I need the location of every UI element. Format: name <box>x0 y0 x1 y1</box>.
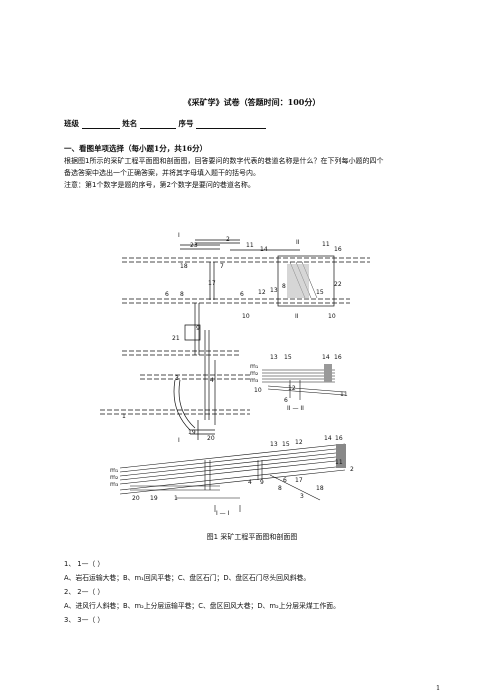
section-label: 6 <box>284 397 288 404</box>
section-label: 11 <box>335 459 343 466</box>
plan-label: 15 <box>316 289 324 296</box>
section-label: 20 <box>132 495 140 502</box>
section-label: 16 <box>334 354 342 361</box>
intro-line-2: 备选答案中选出一个正确答案，并将其字母填入题干的括号内。 <box>64 169 260 177</box>
section-label: m₁ <box>110 467 119 474</box>
section-label: 18 <box>316 485 324 492</box>
section-label: 9 <box>260 479 264 486</box>
seq-label: 序号 <box>178 119 194 128</box>
plan-label: 2 <box>226 236 230 243</box>
section-label: 13 <box>270 441 278 448</box>
plan-label: 11 <box>322 241 330 248</box>
section-view-top <box>262 364 346 400</box>
section-label: 4 <box>248 479 252 486</box>
section-label: m₂ <box>110 474 119 481</box>
plan-label: 11 <box>246 242 254 249</box>
section-label: 19 <box>150 495 158 502</box>
plan-label: 14 <box>260 246 268 253</box>
plan-label: I <box>178 232 180 239</box>
question-1-stem: 1、 1—（ ） <box>64 560 105 568</box>
plan-labels: I 23 2 11 14 II 11 16 18 7 17 13 8 15 22… <box>122 232 342 442</box>
section-label: 15 <box>282 441 290 448</box>
plan-label: 6 <box>165 291 169 298</box>
plan-label: 21 <box>172 335 180 342</box>
section-bottom-labels: I 13 15 12 14 16 m₁ m₂ m₃ 11 2 4 9 6 17 … <box>110 435 354 517</box>
plan-label: 8 <box>282 283 286 290</box>
note-line: 注意：第1个数字是题的序号，第2个数字是要问的巷道名称。 <box>64 181 255 189</box>
page-number: 1 <box>436 684 441 692</box>
class-blank <box>81 121 120 129</box>
plan-label: 18 <box>180 263 188 270</box>
section-label: 12 <box>288 385 296 392</box>
section-top-labels: 13 15 14 16 m₁ m₂ m₃ 12 10 6 11 II — II <box>250 354 348 412</box>
section-view-bottom <box>119 443 346 512</box>
section-label: 10 <box>254 387 262 394</box>
section-label: I <box>178 437 180 444</box>
student-info-row: 班级 姓名 序号 <box>64 118 267 129</box>
plan-label: 12 <box>258 289 266 296</box>
intro-line-1: 根据图1所示的采矿工程平面图和剖面图，回答要问的数字代表的巷道名称是什么？在下列… <box>64 157 384 165</box>
section-label: 11 <box>340 391 348 398</box>
section-label: 13 <box>270 354 278 361</box>
plan-label: 19 <box>188 429 196 436</box>
plan-label: 1 <box>122 413 126 420</box>
section-label: m₂ <box>250 370 259 377</box>
section-label: II — II <box>287 405 304 412</box>
section-label: 6 <box>283 477 287 484</box>
exam-title: 《采矿学》试卷（答题时间：100分） <box>183 97 321 107</box>
plan-label: II <box>296 239 300 246</box>
question-3-stem: 3、 3—（ ） <box>64 616 105 624</box>
question-2-options: A、进风行人斜巷；B、m₂上分层运输平巷；C、盘区回风大巷；D、m₂上分层采煤工… <box>64 602 340 610</box>
name-label: 姓名 <box>122 119 138 128</box>
section-label: 12 <box>295 439 303 446</box>
plan-label: 10 <box>242 313 250 320</box>
plan-label: 10 <box>328 313 336 320</box>
question-2-stem: 2、 2—（ ） <box>64 588 105 596</box>
section-heading: 一、看图单项选择（每小题1分，共16分） <box>64 144 208 153</box>
plan-label: 9 <box>196 325 200 332</box>
plan-view <box>100 239 370 440</box>
section-label: 14 <box>324 435 332 442</box>
plan-label: 22 <box>334 281 342 288</box>
section-label: 8 <box>278 485 282 492</box>
plan-label: 20 <box>207 435 215 442</box>
section-label: 2 <box>350 466 354 473</box>
section-label: 1 <box>174 495 178 502</box>
name-blank <box>139 121 176 129</box>
plan-label: 8 <box>180 291 184 298</box>
section-label: 16 <box>335 435 343 442</box>
question-1-options: A、岩石运输大巷；B、m₁回风平巷；C、盘区石门；D、盘区石门尽头回风斜巷。 <box>64 574 311 582</box>
class-label: 班级 <box>64 119 79 128</box>
section-label: m₁ <box>250 363 259 370</box>
seq-blank <box>196 121 267 129</box>
plan-label: 23 <box>190 242 198 249</box>
plan-label: 6 <box>240 291 244 298</box>
plan-label: 3 <box>175 375 179 382</box>
plan-label: 17 <box>208 280 216 287</box>
section-label: 3 <box>300 493 304 500</box>
figure-caption: 图1 采矿工程平面图和剖面图 <box>206 533 298 541</box>
section-label: m₃ <box>250 377 259 384</box>
plan-label: 13 <box>270 287 278 294</box>
plan-label: 4 <box>210 377 214 384</box>
plan-label: 16 <box>334 246 342 253</box>
plan-label: II <box>295 313 299 320</box>
section-label: 17 <box>295 477 303 484</box>
section-label: 14 <box>322 354 330 361</box>
plan-label: 7 <box>220 263 224 270</box>
section-label: I — I <box>216 510 230 517</box>
section-label: m₃ <box>110 481 119 488</box>
section-label: 15 <box>284 354 292 361</box>
